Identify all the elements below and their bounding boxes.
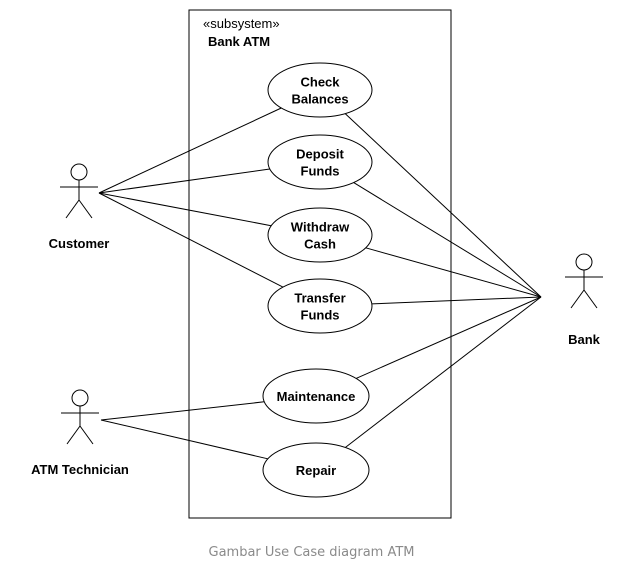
use-case-label: Funds — [301, 308, 340, 323]
association-customer-check — [98, 107, 282, 194]
actor-head — [575, 253, 593, 271]
actor-leg-left — [65, 199, 80, 219]
association-bank-deposit — [353, 182, 542, 298]
actor-label: ATM Technician — [31, 462, 129, 477]
use-case-ellipse — [262, 368, 370, 424]
actor-label: Customer — [49, 236, 110, 251]
use-case-label: Transfer — [294, 291, 345, 306]
association-customer-withdraw — [98, 192, 272, 227]
use-case-label: Maintenance — [277, 389, 356, 404]
use-case-label: Check — [300, 75, 340, 90]
use-case-label: Funds — [301, 164, 340, 179]
use-case-label: Cash — [304, 237, 336, 252]
actor-label: Bank — [568, 332, 601, 347]
subsystem-name: Bank ATM — [208, 34, 270, 49]
actor-customer: Customer — [49, 163, 110, 251]
actor-technician: ATM Technician — [31, 389, 129, 477]
subsystem-boundary — [188, 9, 452, 519]
association-customer-deposit — [98, 168, 270, 194]
association-bank-maintenance — [355, 296, 542, 379]
use-case-label: Withdraw — [291, 220, 350, 235]
figure-caption: Gambar Use Case diagram ATM — [208, 545, 415, 560]
association-bank-withdraw — [365, 247, 542, 298]
use-case-ellipse — [267, 62, 373, 118]
use-cases: CheckBalancesDepositFundsWithdrawCashTra… — [262, 62, 373, 498]
use-case-label: Repair — [296, 463, 336, 478]
actor-leg-right — [79, 425, 94, 445]
subsystem-stereotype: «subsystem» — [203, 16, 280, 31]
association-bank-repair — [344, 296, 542, 448]
association-technician-repair — [100, 419, 268, 460]
actor-leg-left — [570, 289, 585, 309]
use-case-ellipse — [262, 442, 370, 498]
association-technician-maintenance — [100, 401, 265, 421]
association-bank-transfer — [371, 296, 542, 305]
actor-bank: Bank — [565, 253, 603, 347]
association-lines — [98, 107, 542, 460]
use-case-maintenance: Maintenance — [262, 368, 370, 424]
use-case-label: Deposit — [296, 147, 344, 162]
actor-leg-right — [583, 289, 598, 309]
association-customer-transfer — [98, 192, 284, 288]
use-case-ellipse — [267, 278, 373, 334]
actor-leg-left — [66, 425, 81, 445]
use-case-ellipse — [267, 207, 373, 263]
use-case-ellipse — [267, 134, 373, 190]
use-case-label: Balances — [291, 92, 348, 107]
use-case-repair: Repair — [262, 442, 370, 498]
actor-head — [71, 389, 89, 407]
association-bank-check — [344, 113, 542, 298]
actor-head — [70, 163, 88, 181]
use-case-diagram: «subsystem» Bank ATM CheckBalancesDeposi… — [31, 9, 603, 519]
actor-leg-right — [78, 199, 93, 219]
